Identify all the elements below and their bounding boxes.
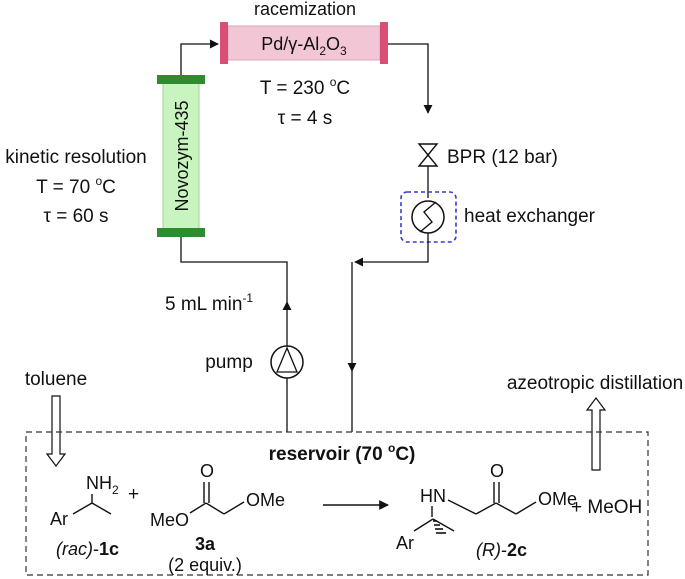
toluene-label: toluene: [25, 369, 87, 390]
ester-meo-label: MeO: [150, 510, 189, 530]
ester-carbonyl-o-label: O: [200, 461, 214, 481]
product-compound-label: (R)-2c: [476, 540, 527, 560]
racemization-cap-left: [220, 22, 228, 64]
flow-rate-label: 5 mL min-1: [165, 291, 253, 315]
resolution-column-label: Novozym-435: [172, 100, 192, 211]
byproduct-label: + MeOH: [571, 497, 642, 518]
flow-line-resolution-to-racemization: [180, 39, 219, 75]
plus-sign-1: +: [128, 484, 139, 505]
resolution-cap-top: [157, 75, 205, 84]
racemization-column-label: Pd/γ-Al2O3: [261, 34, 347, 58]
product-hn-label: HN: [420, 486, 446, 506]
resolution-residence-time: τ = 60 s: [43, 206, 108, 227]
flow-line-pump-to-resolution: [180, 237, 288, 302]
amine-compound-label: (rac)-1c: [56, 539, 119, 559]
pump-icon: [270, 345, 304, 379]
resolution-temperature: T = 70 oC: [36, 174, 116, 198]
toluene-input-arrow-icon: [45, 395, 67, 467]
flow-line-racemization-to-bpr: [388, 43, 433, 114]
amine-structure: NH2 Ar: [50, 473, 119, 529]
product-carbonyl-o-label: O: [490, 461, 504, 481]
racemization-temperature: T = 230 oC: [260, 75, 350, 99]
amine-ar-label: Ar: [50, 509, 68, 529]
distillation-output-arrow-icon: [585, 397, 607, 471]
racemization-title: racemization: [254, 0, 356, 19]
ester-structure: O MeO OMe: [150, 461, 285, 530]
ester-equiv-label: (2 equiv.): [168, 555, 242, 575]
product-ome-label: OMe: [538, 489, 577, 509]
flow-line-heat-exchanger-return: [354, 233, 429, 267]
heat-exchanger-label: heat exchanger: [464, 206, 596, 227]
resolution-cap-bottom: [157, 228, 205, 237]
racemization-cap-right: [380, 22, 388, 64]
bpr-valve-icon: [417, 143, 439, 167]
reservoir-label: reservoir (70 oC): [269, 441, 416, 465]
ester-ome-label: OMe: [246, 490, 285, 510]
ester-compound-code: 3a: [195, 534, 216, 554]
resolution-title: kinetic resolution: [5, 147, 147, 168]
reservoir-box: [25, 431, 649, 576]
heat-exchanger-coil-icon: [419, 201, 437, 233]
bpr-label: BPR (12 bar): [447, 147, 558, 168]
product-ar-label: Ar: [396, 533, 414, 553]
racemization-residence-time: τ = 4 s: [278, 108, 333, 129]
pump-label: pump: [205, 352, 253, 373]
distillation-label: azeotropic distillation: [507, 373, 683, 394]
racemization-column: [227, 25, 381, 61]
amine-nh2-label: NH2: [86, 473, 119, 497]
pump-triangle-icon: [276, 346, 298, 373]
product-structure: O HN OMe Ar: [396, 461, 577, 553]
